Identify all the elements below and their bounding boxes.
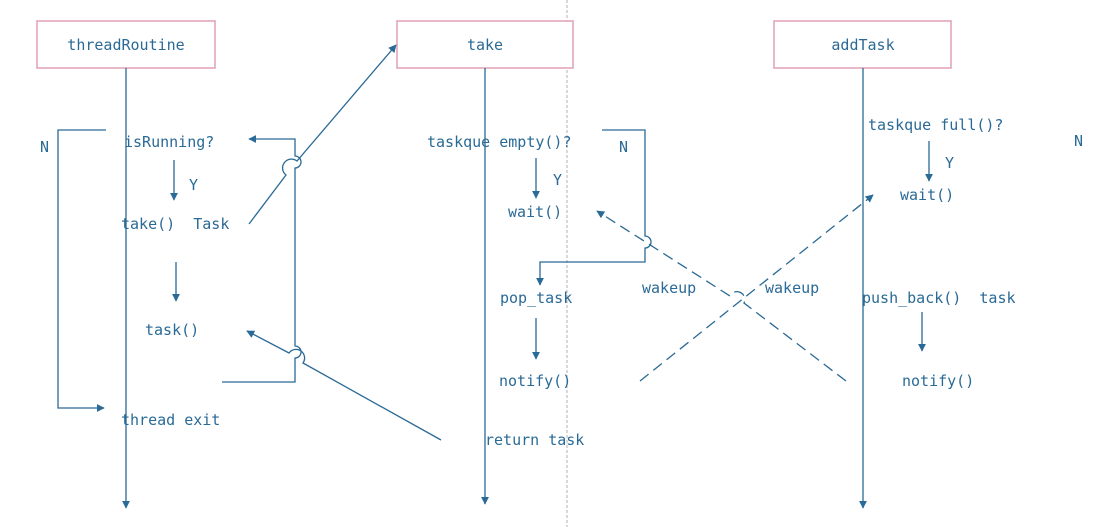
- header-box: [773, 20, 952, 69]
- header-add-task: [773, 20, 952, 69]
- is-running-label: isRunning?: [124, 133, 214, 151]
- return-task-arrow: [246, 330, 442, 441]
- running-yes-label: Y: [189, 176, 198, 194]
- not-running-exit-arrow: [57, 129, 106, 412]
- return-task-label: return task: [485, 431, 584, 449]
- running-no-label: N: [40, 138, 49, 156]
- full-yes-label: Y: [945, 154, 954, 172]
- pop-task-label: pop_task: [500, 289, 572, 307]
- wakeup-to-take-wait-arrow: [596, 210, 847, 382]
- queue-empty-label: taskque empty()?: [427, 133, 572, 151]
- header-box: [396, 20, 574, 69]
- take-notify-label: notify(): [499, 372, 571, 390]
- addtask-wait-label: wait(): [900, 186, 954, 204]
- wakeup-label-addtask: wakeup: [765, 279, 819, 297]
- full-no-label: N: [1074, 132, 1083, 150]
- addtask-notify-label: notify(): [902, 372, 974, 390]
- header-take: [396, 20, 574, 69]
- loop-back-arrow: [222, 135, 302, 383]
- task-call-label: task(): [145, 321, 199, 339]
- take-wait-label: wait(): [508, 203, 562, 221]
- empty-yes-label: Y: [553, 171, 562, 189]
- push-back-label: push_back() task: [862, 289, 1016, 307]
- thread-exit-label: thread exit: [121, 411, 220, 429]
- header-title-add-task: addTask: [831, 36, 894, 54]
- wakeup-to-addtask-wait-arrow: [639, 194, 874, 382]
- header-title-take: take: [467, 36, 503, 54]
- queue-full-label: taskque full()?: [868, 116, 1003, 134]
- take-task-label: take() Task: [121, 215, 229, 233]
- header-title-thread-routine: threadRoutine: [67, 36, 184, 54]
- wakeup-label-take: wakeup: [642, 279, 696, 297]
- empty-no-label: N: [619, 138, 628, 156]
- call-take-arrow: [248, 44, 397, 225]
- not-empty-arrow: [536, 129, 652, 286]
